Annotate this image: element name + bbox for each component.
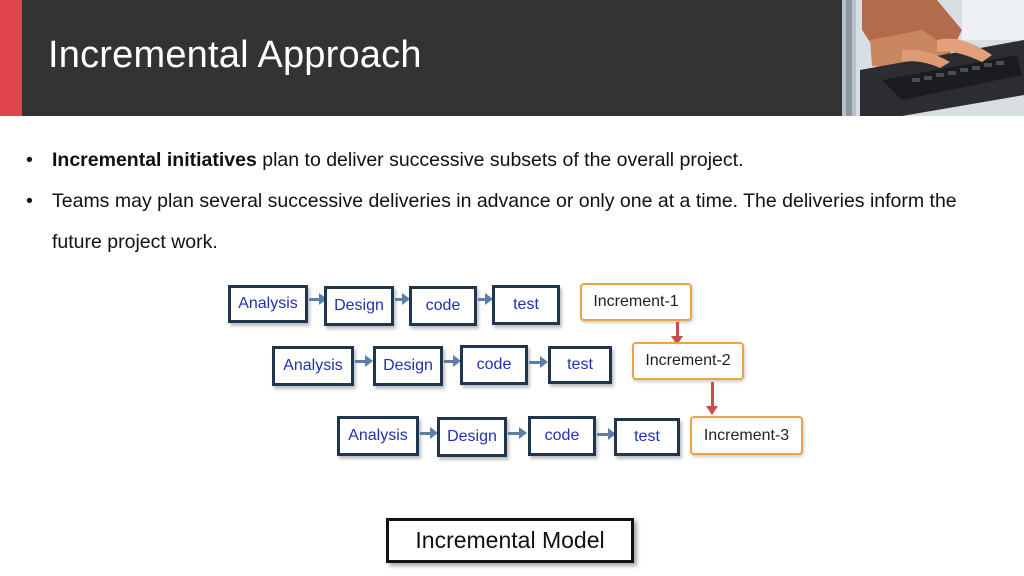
step-analysis: Analysis — [337, 416, 419, 456]
bullet-item: • Incremental initiatives plan to delive… — [26, 140, 986, 181]
step-test: test — [614, 418, 680, 456]
bullet-text: plan to deliver successive subsets of th… — [256, 149, 744, 171]
flow-arrow — [355, 355, 373, 367]
step-design: Design — [373, 346, 443, 386]
laptop-typing-photo — [842, 0, 1024, 116]
flow-arrow — [395, 293, 410, 305]
increment-box: Increment-2 — [632, 342, 744, 380]
step-design: Design — [324, 286, 394, 326]
step-test: test — [492, 285, 560, 325]
step-code: code — [409, 286, 477, 326]
step-analysis: Analysis — [228, 285, 308, 323]
flow-arrow — [597, 428, 616, 440]
down-arrow — [671, 322, 683, 345]
step-code: code — [460, 345, 528, 385]
bullet-bold-text: Incremental initiatives — [52, 149, 257, 171]
bullet-item: • Teams may plan several successive deli… — [26, 181, 986, 263]
diagram-caption: Incremental Model — [386, 518, 634, 563]
down-arrow — [706, 382, 718, 415]
increment-box: Increment-3 — [690, 416, 803, 455]
flow-arrow — [309, 293, 327, 305]
bullet-list: • Incremental initiatives plan to delive… — [26, 140, 986, 263]
flow-arrow — [478, 293, 493, 305]
slide-title: Incremental Approach — [48, 34, 422, 76]
increment-box: Increment-1 — [580, 283, 692, 321]
flow-arrow — [529, 356, 548, 368]
step-design: Design — [437, 417, 507, 457]
bullet-text: Teams may plan several successive delive… — [52, 190, 957, 253]
flow-arrow — [444, 355, 461, 367]
flow-arrow — [508, 427, 527, 439]
bullet-dot: • — [26, 149, 33, 171]
step-test: test — [548, 346, 612, 384]
step-code: code — [528, 416, 596, 456]
step-analysis: Analysis — [272, 346, 354, 386]
bullet-dot: • — [26, 190, 33, 212]
accent-bar — [0, 0, 22, 116]
flow-arrow — [420, 427, 438, 439]
slide-header: Incremental Approach — [0, 0, 1024, 116]
